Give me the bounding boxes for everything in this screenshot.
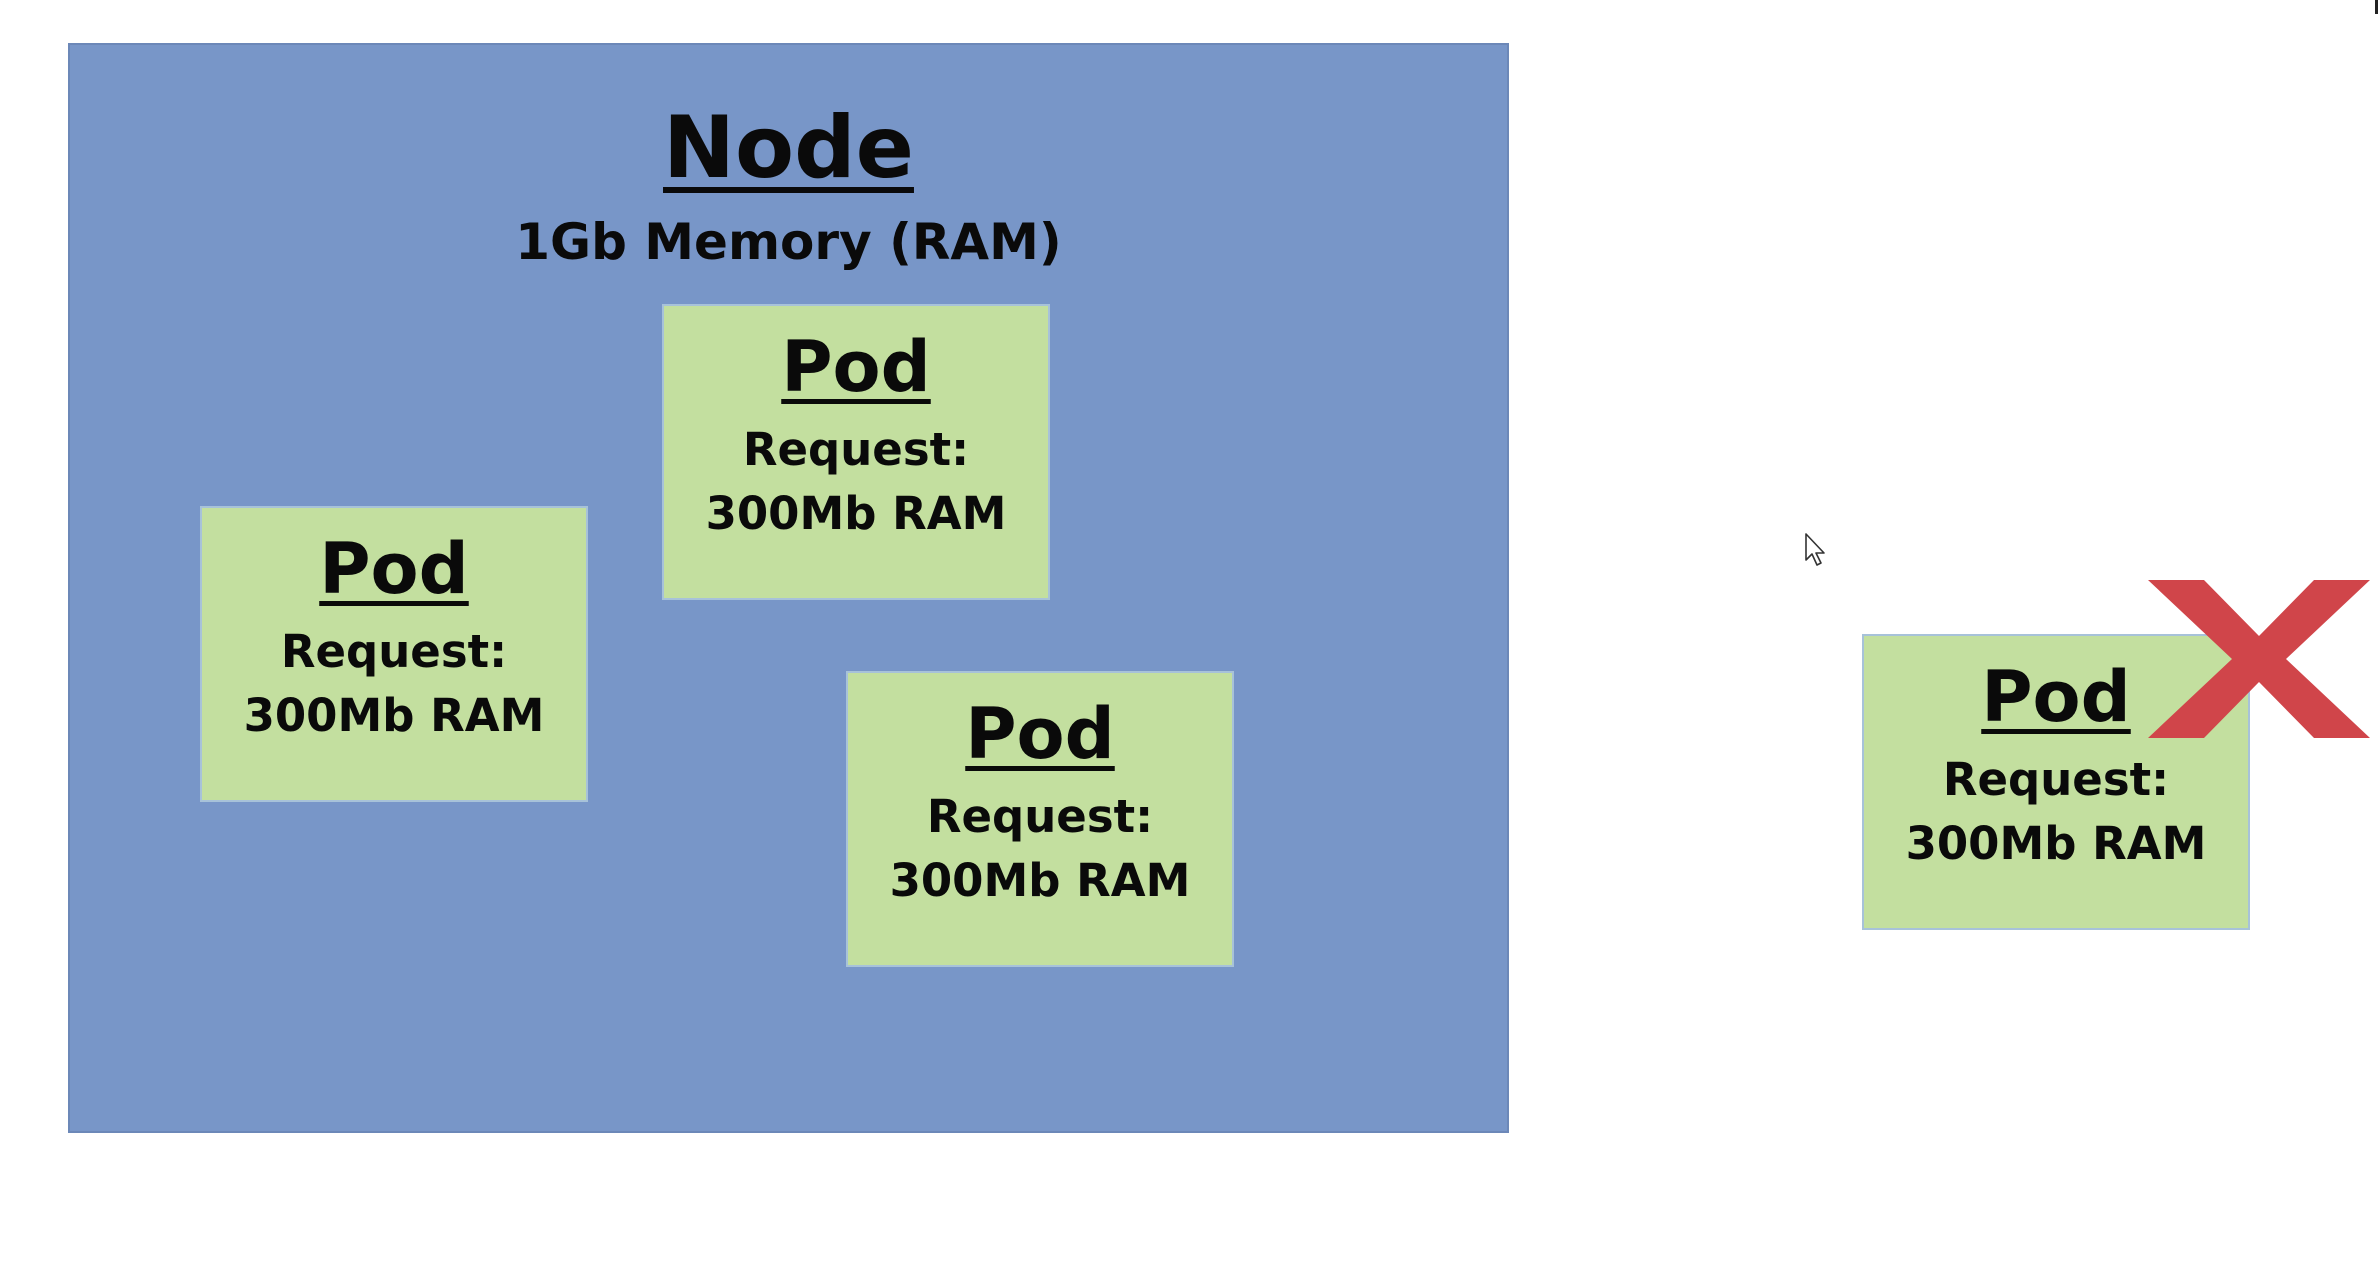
pod-box-top: Pod Request: 300Mb RAM: [662, 304, 1050, 600]
pod-title: Pod: [319, 528, 469, 610]
pod-request-label: Request:: [926, 790, 1154, 843]
pod-title: Pod: [965, 693, 1115, 775]
pod-request-value: 300Mb RAM: [1905, 817, 2207, 870]
pod-box-bottom: Pod Request: 300Mb RAM: [846, 671, 1234, 967]
node-title: Node: [663, 98, 914, 198]
red-x-mark-icon: [2148, 580, 2370, 738]
pod-request-label: Request:: [1942, 753, 2170, 806]
pod-request-label: Request:: [280, 625, 508, 678]
pod-title: Pod: [781, 326, 931, 408]
pod-title: Pod: [1981, 656, 2131, 738]
pod-request-value: 300Mb RAM: [243, 689, 545, 742]
pod-request-value: 300Mb RAM: [705, 487, 1007, 540]
pod-request-label: Request:: [742, 423, 970, 476]
pod-request-value: 300Mb RAM: [889, 854, 1191, 907]
mouse-pointer-icon: [1805, 533, 1825, 566]
node-memory-label: 1Gb Memory (RAM): [515, 213, 1062, 271]
rejected-pod-box: Pod Request: 300Mb RAM: [1862, 634, 2250, 930]
edge-marker: [2375, 0, 2378, 14]
pod-box-left: Pod Request: 300Mb RAM: [200, 506, 588, 802]
